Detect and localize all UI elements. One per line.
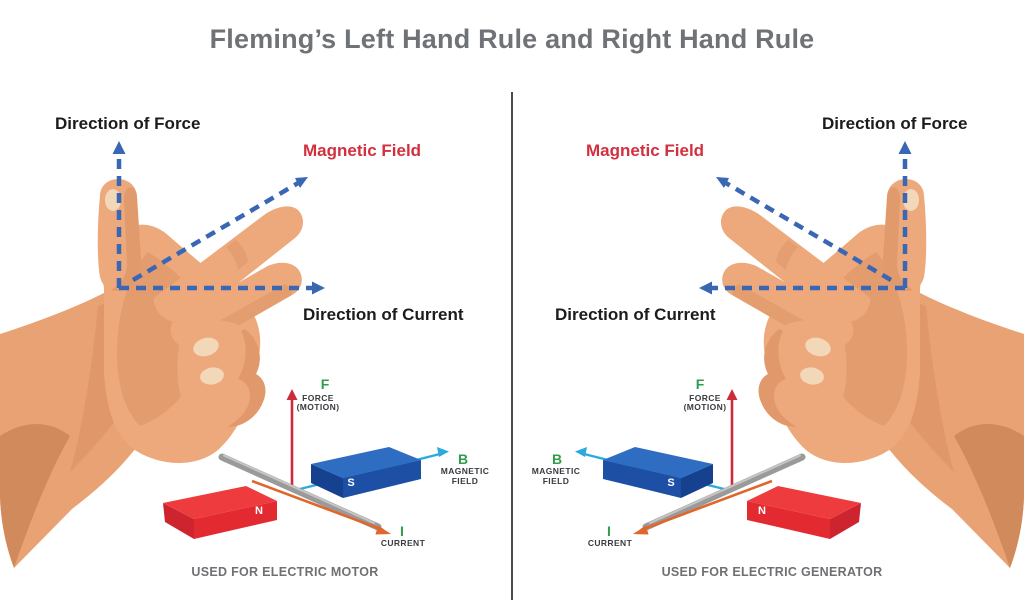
right-field-caption: FIELD [542, 476, 570, 486]
left-f-letter: F [320, 376, 330, 392]
right-f-letter: F [695, 376, 705, 392]
left-direction-of-current-label: Direction of Current [303, 305, 464, 324]
left-usage-caption: USED FOR ELECTRIC MOTOR [191, 565, 379, 579]
left-i-letter: I [400, 523, 404, 539]
left-force-caption: FORCE [302, 393, 334, 403]
left-south-pole-label: S [347, 477, 355, 489]
left-current-caption: CURRENT [380, 538, 426, 548]
left-direction-of-force-label: Direction of Force [55, 114, 201, 133]
right-north-pole-label: N [758, 505, 766, 517]
right-current-caption: CURRENT [587, 538, 633, 548]
right-direction-of-force-label: Direction of Force [822, 114, 968, 133]
right-motion-caption: (MOTION) [683, 402, 727, 412]
right-i-letter: I [607, 523, 611, 539]
right-magnetic-caption: MAGNETIC [531, 466, 581, 476]
right-force-caption: FORCE [689, 393, 721, 403]
left-field-caption: FIELD [451, 476, 479, 486]
right-direction-of-current-label: Direction of Current [555, 305, 716, 324]
right-magnetic-field-label: Magnetic Field [586, 141, 705, 160]
left-magnetic-field-label: Magnetic Field [303, 141, 422, 160]
right-usage-caption: USED FOR ELECTRIC GENERATOR [661, 565, 883, 579]
page-title: Fleming’s Left Hand Rule and Right Hand … [209, 24, 815, 54]
left-north-pole-label: N [255, 505, 263, 517]
left-b-letter: B [457, 451, 469, 467]
right-south-pole-label: S [667, 477, 675, 489]
left-motion-caption: (MOTION) [296, 402, 340, 412]
right-b-letter: B [551, 451, 563, 467]
left-magnetic-caption: MAGNETIC [440, 466, 490, 476]
